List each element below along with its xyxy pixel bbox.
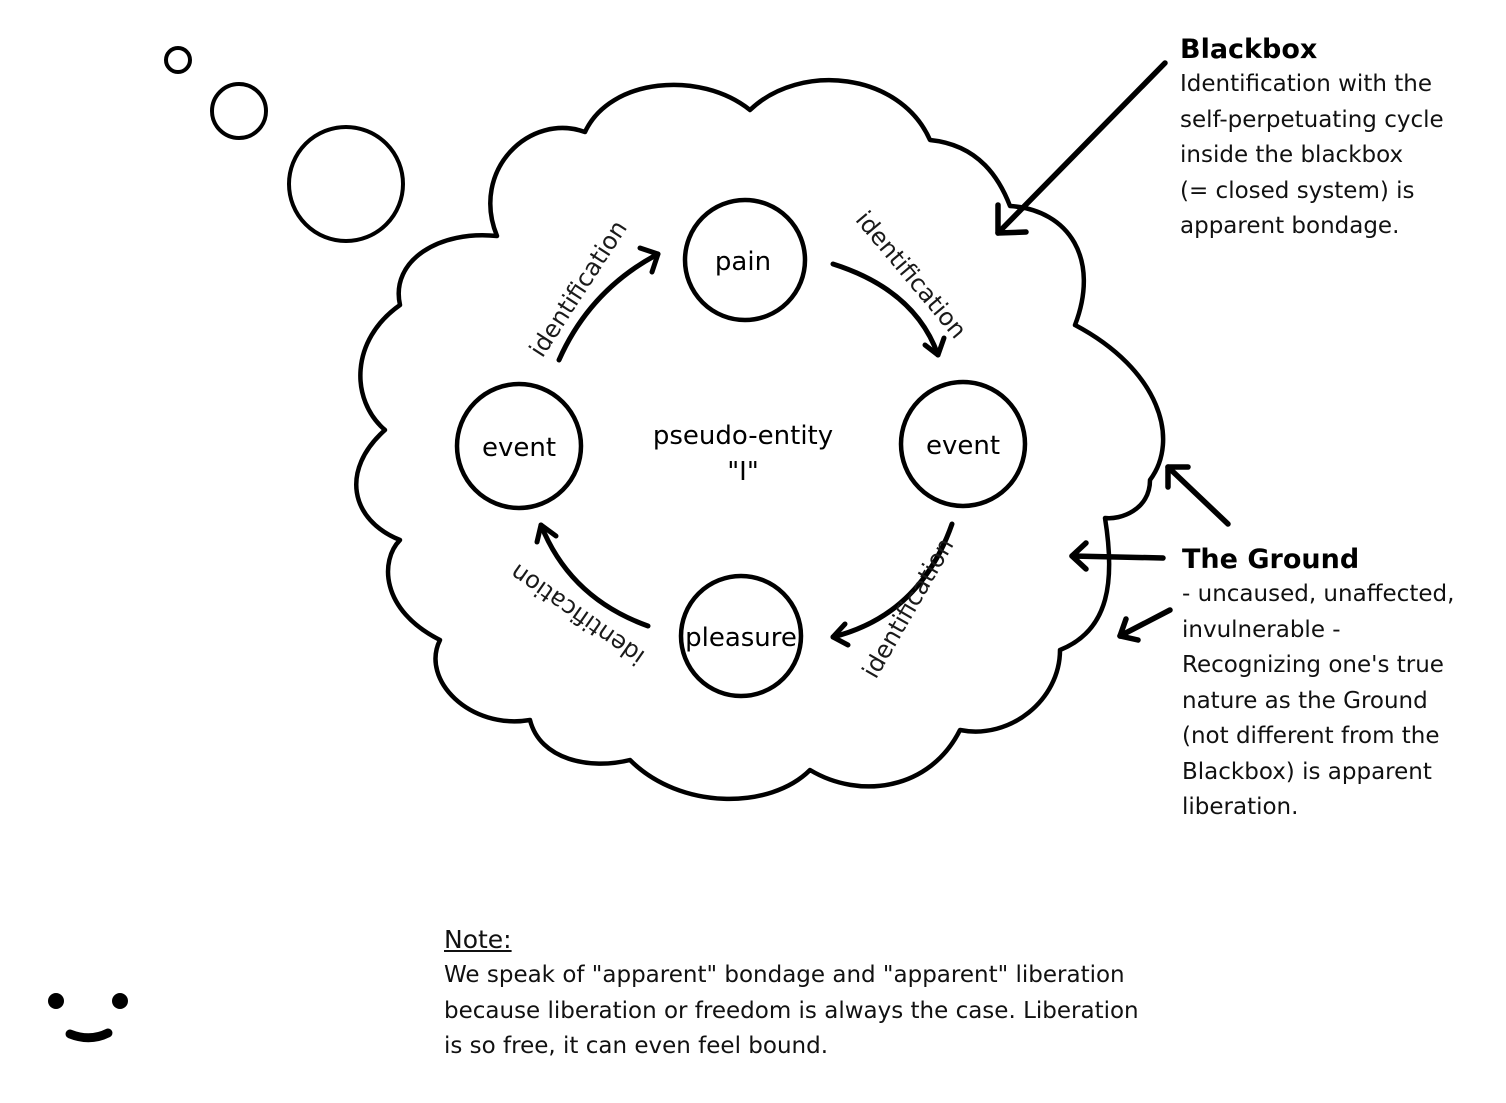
ground-pointer-arrow-upper-head xyxy=(1165,464,1191,490)
node-event-right-circle xyxy=(898,379,1028,509)
node-event-left-label: event xyxy=(482,433,556,463)
note-line: because liberation or freedom is always … xyxy=(444,997,1139,1024)
note-block: Note: We speak of "apparent" bondage and… xyxy=(444,922,1139,1065)
blackbox-line: (= closed system) is xyxy=(1180,177,1415,204)
note-title: Note: xyxy=(444,925,512,954)
ground-pointer-arrow-lower xyxy=(1117,607,1173,639)
ground-line: liberation. xyxy=(1182,794,1299,820)
ground-line: Blackbox) is apparent xyxy=(1182,758,1432,785)
edge-label-lower-left: identification xyxy=(505,558,650,671)
ground-line: Recognizing one's true xyxy=(1182,652,1444,678)
ground-annotation: The Ground - uncaused, unaffected, invul… xyxy=(1182,543,1454,826)
node-event-left-circle xyxy=(454,381,584,511)
ground-pointer-arrow-middle-head xyxy=(1069,540,1089,572)
note-line: is so free, it can even feel bound. xyxy=(444,1033,829,1059)
thought-bubble-large xyxy=(287,125,405,243)
node-pleasure-label: pleasure xyxy=(685,623,797,653)
ground-line: nature as the Ground xyxy=(1182,687,1428,714)
blackbox-pointer-arrow-head xyxy=(995,202,1029,236)
node-pain-label: pain xyxy=(715,247,771,277)
smiley-left-eye xyxy=(48,993,64,1009)
edge-label-lower-right: identification xyxy=(857,533,960,683)
blackbox-line: inside the blackbox xyxy=(1180,142,1404,168)
edge-label-upper-left: identification xyxy=(524,215,633,362)
ground-line: invulnerable - xyxy=(1182,616,1341,643)
arrow-pleasure-to-event-head xyxy=(534,522,559,545)
node-event-right-label: event xyxy=(926,431,1000,461)
ground-pointer-arrow-middle xyxy=(1069,553,1166,561)
blackbox-line: self-perpetuating cycle xyxy=(1180,106,1444,133)
blackbox-title: Blackbox xyxy=(1180,34,1318,65)
node-pain-circle xyxy=(682,197,808,323)
edge-label-upper-right: identification xyxy=(850,206,972,344)
arrow-event-to-pleasure-head xyxy=(830,621,851,648)
smiley-right-eye xyxy=(112,993,128,1009)
ground-line: (not different from the xyxy=(1182,723,1440,749)
smiley-mouth xyxy=(65,1028,113,1043)
thought-bubble-medium xyxy=(210,82,268,140)
arrow-event-to-pleasure xyxy=(830,521,955,640)
center-label-line2: "I" xyxy=(727,457,759,487)
center-label-line1: pseudo-entity xyxy=(653,421,833,451)
ground-pointer-arrow-upper xyxy=(1165,464,1231,527)
note-line: We speak of "apparent" bondage and "appa… xyxy=(444,962,1125,988)
node-pleasure-circle xyxy=(678,573,804,699)
ground-line: - uncaused, unaffected, xyxy=(1182,581,1455,607)
blackbox-pointer-arrow xyxy=(995,60,1168,236)
arrow-pain-to-event xyxy=(830,261,941,358)
arrow-event-to-pain-head xyxy=(637,245,661,275)
blackbox-annotation: Blackbox Identification with the self-pe… xyxy=(1180,33,1444,245)
ground-pointer-arrow-lower-head xyxy=(1117,616,1141,643)
thought-bubble-small xyxy=(164,46,192,74)
blackbox-line: apparent bondage. xyxy=(1180,213,1400,239)
arrow-pain-to-event-head xyxy=(922,335,947,358)
blackbox-cloud xyxy=(354,78,1166,802)
arrow-pleasure-to-event xyxy=(538,522,651,629)
smiley-icon xyxy=(48,993,128,1043)
blackbox-line: Identification with the xyxy=(1180,71,1432,97)
ground-title: The Ground xyxy=(1182,544,1360,575)
arrow-event-to-pain xyxy=(556,251,661,363)
